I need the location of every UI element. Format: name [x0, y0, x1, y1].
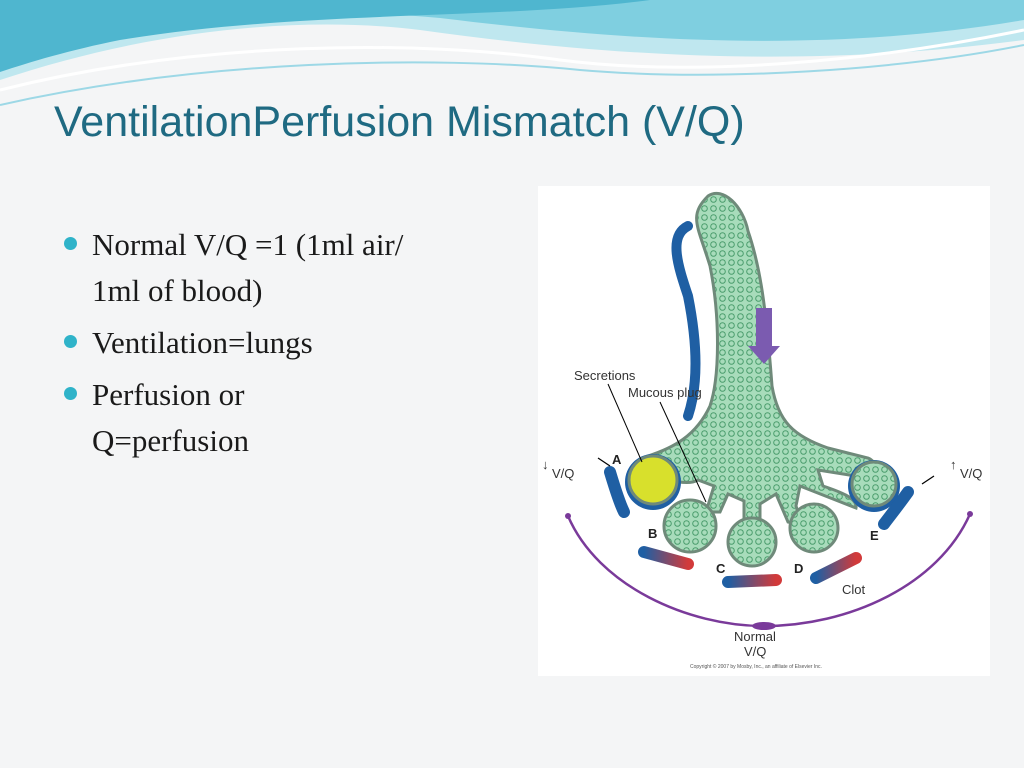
vq-diagram: Secretions Mucous plug A B C D E ↓ V/Q ↑… [538, 186, 990, 676]
bullet-list: Normal V/Q =1 (1ml air/ 1ml of blood) Ve… [64, 222, 504, 470]
bullet-item: Ventilation=lungs [64, 320, 504, 366]
bullet-text: 1ml of blood) [92, 273, 263, 308]
normal-vq-arc [565, 511, 973, 630]
label-left-vq: V/Q [552, 466, 574, 481]
bullet-text: Normal V/Q =1 (1ml air/ [92, 227, 404, 262]
label-right-vq: V/Q [960, 466, 982, 481]
secretion-blob [627, 454, 679, 506]
marker-c: C [716, 561, 726, 576]
marker-b: B [648, 526, 657, 541]
airway-tree [645, 192, 878, 528]
marker-e: E [870, 528, 879, 543]
label-mucous-plug: Mucous plug [628, 385, 702, 400]
bullet-text: Ventilation=lungs [92, 325, 313, 360]
bullet-icon [64, 335, 77, 348]
label-normal-vq: V/Q [744, 644, 766, 659]
down-arrow-icon: ↓ [542, 457, 549, 472]
copyright-text: Copyright © 2007 by Mosby, Inc., an affi… [690, 663, 822, 670]
bullet-item: Perfusion or Q=perfusion [64, 372, 504, 464]
header-wave-decoration [0, 0, 1024, 106]
alveoli [625, 454, 900, 568]
slide-title: VentilationPerfusion Mismatch (V/Q) [54, 98, 745, 146]
bullet-icon [64, 387, 77, 400]
up-arrow-icon: ↑ [950, 457, 957, 472]
marker-a: A [612, 452, 622, 467]
bullet-item: Normal V/Q =1 (1ml air/ 1ml of blood) [64, 222, 504, 314]
label-secretions: Secretions [574, 368, 636, 383]
label-normal: Normal [734, 629, 776, 644]
capillaries [597, 457, 935, 588]
bullet-text: Q=perfusion [92, 423, 249, 458]
label-clot: Clot [842, 582, 866, 597]
marker-d: D [794, 561, 803, 576]
bullet-icon [64, 237, 77, 250]
bullet-text: Perfusion or [92, 377, 245, 412]
down-arrow-icon [756, 308, 772, 348]
